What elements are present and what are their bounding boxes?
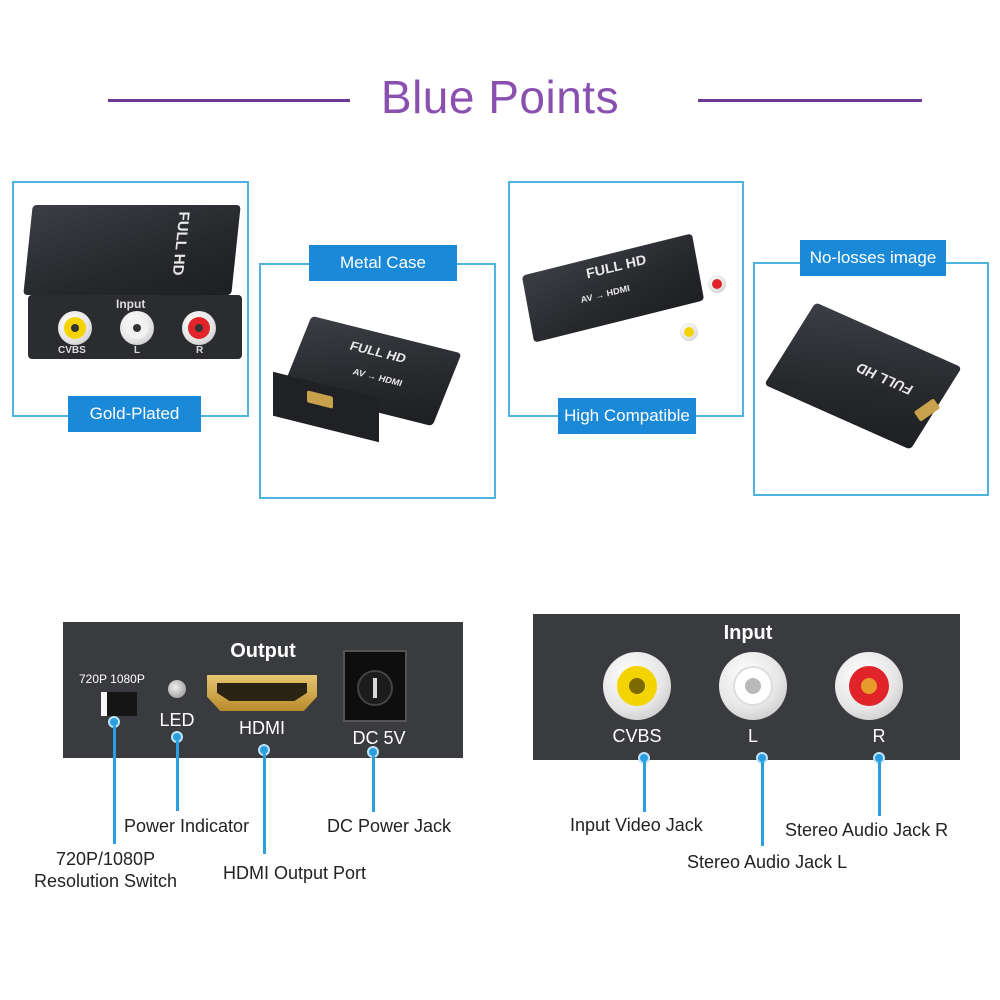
hdmi-port bbox=[207, 675, 317, 711]
callout-line-l bbox=[761, 762, 764, 846]
page-title: Blue Points bbox=[380, 71, 620, 123]
output-panel: Output 720P 1080P LED HDMI DC 5V bbox=[63, 622, 463, 758]
input-l-label: L bbox=[747, 726, 758, 746]
callout-line-led bbox=[176, 741, 179, 811]
input-panel: Input CVBS L R bbox=[533, 614, 960, 760]
feature-photo-metal-case: FULL HD AV → HDMI bbox=[259, 263, 496, 499]
callout-dc-power-jack: DC Power Jack bbox=[327, 816, 452, 836]
led-light bbox=[168, 680, 186, 698]
dc-jack bbox=[343, 650, 407, 722]
callout-line-r bbox=[878, 762, 881, 816]
output-label: Output bbox=[230, 640, 296, 662]
input-cvbs-label: CVBS bbox=[612, 726, 662, 746]
resolution-switch bbox=[101, 692, 137, 716]
callout-stereo-audio-l: Stereo Audio Jack L bbox=[687, 852, 848, 872]
input-jack-cvbs bbox=[603, 652, 671, 720]
input-label: Input bbox=[723, 622, 773, 644]
tag-metal-case: Metal Case bbox=[309, 245, 457, 281]
callout-stereo-audio-r: Stereo Audio Jack R bbox=[785, 820, 949, 840]
callout-input-video-jack: Input Video Jack bbox=[570, 815, 703, 835]
rca-jack-red bbox=[182, 311, 216, 345]
title-left-line bbox=[108, 99, 350, 102]
tag-no-losses-image: No-losses image bbox=[800, 240, 946, 276]
dc-label: DC 5V bbox=[352, 728, 406, 748]
feature-photo-gold-plated: FULL HD Input CVBS L R bbox=[12, 181, 249, 417]
callout-line-hdmi bbox=[263, 754, 266, 854]
tag-gold-plated: Gold-Plated bbox=[68, 396, 201, 432]
led-label: LED bbox=[159, 710, 195, 730]
device-angle-view: FULL HD AV → HDMI bbox=[521, 233, 705, 343]
callout-resolution-switch: 720P/1080P Resolution Switch bbox=[34, 849, 178, 891]
tag-high-compatible: High Compatible bbox=[558, 398, 696, 434]
resolution-switch-label: 720P 1080P bbox=[79, 672, 145, 686]
rca-jack-yellow bbox=[58, 311, 92, 345]
feature-photo-no-losses: FULL HD bbox=[753, 262, 989, 496]
callout-line-cvbs bbox=[643, 762, 646, 812]
input-jack-l bbox=[719, 652, 787, 720]
device-rotated-view: FULL HD bbox=[764, 302, 962, 450]
rca-jack-red-side bbox=[708, 275, 726, 293]
title-right-line bbox=[698, 99, 922, 102]
hdmi-port-small bbox=[307, 390, 333, 409]
input-jack-r bbox=[835, 652, 903, 720]
hdmi-label: HDMI bbox=[239, 718, 285, 738]
callout-power-indicator: Power Indicator bbox=[124, 816, 250, 836]
rca-jack-white bbox=[120, 311, 154, 345]
device-front-view: FULL HD bbox=[23, 205, 241, 295]
callout-line-dc bbox=[372, 756, 375, 812]
callout-hdmi-output-port: HDMI Output Port bbox=[223, 863, 367, 883]
input-r-label: R bbox=[872, 726, 886, 746]
callout-line-switch bbox=[113, 726, 116, 844]
feature-photo-high-compatible: FULL HD AV → HDMI bbox=[508, 181, 744, 417]
rca-jack-yellow-side bbox=[680, 323, 698, 341]
device-front-panel: Input CVBS L R bbox=[28, 295, 242, 359]
